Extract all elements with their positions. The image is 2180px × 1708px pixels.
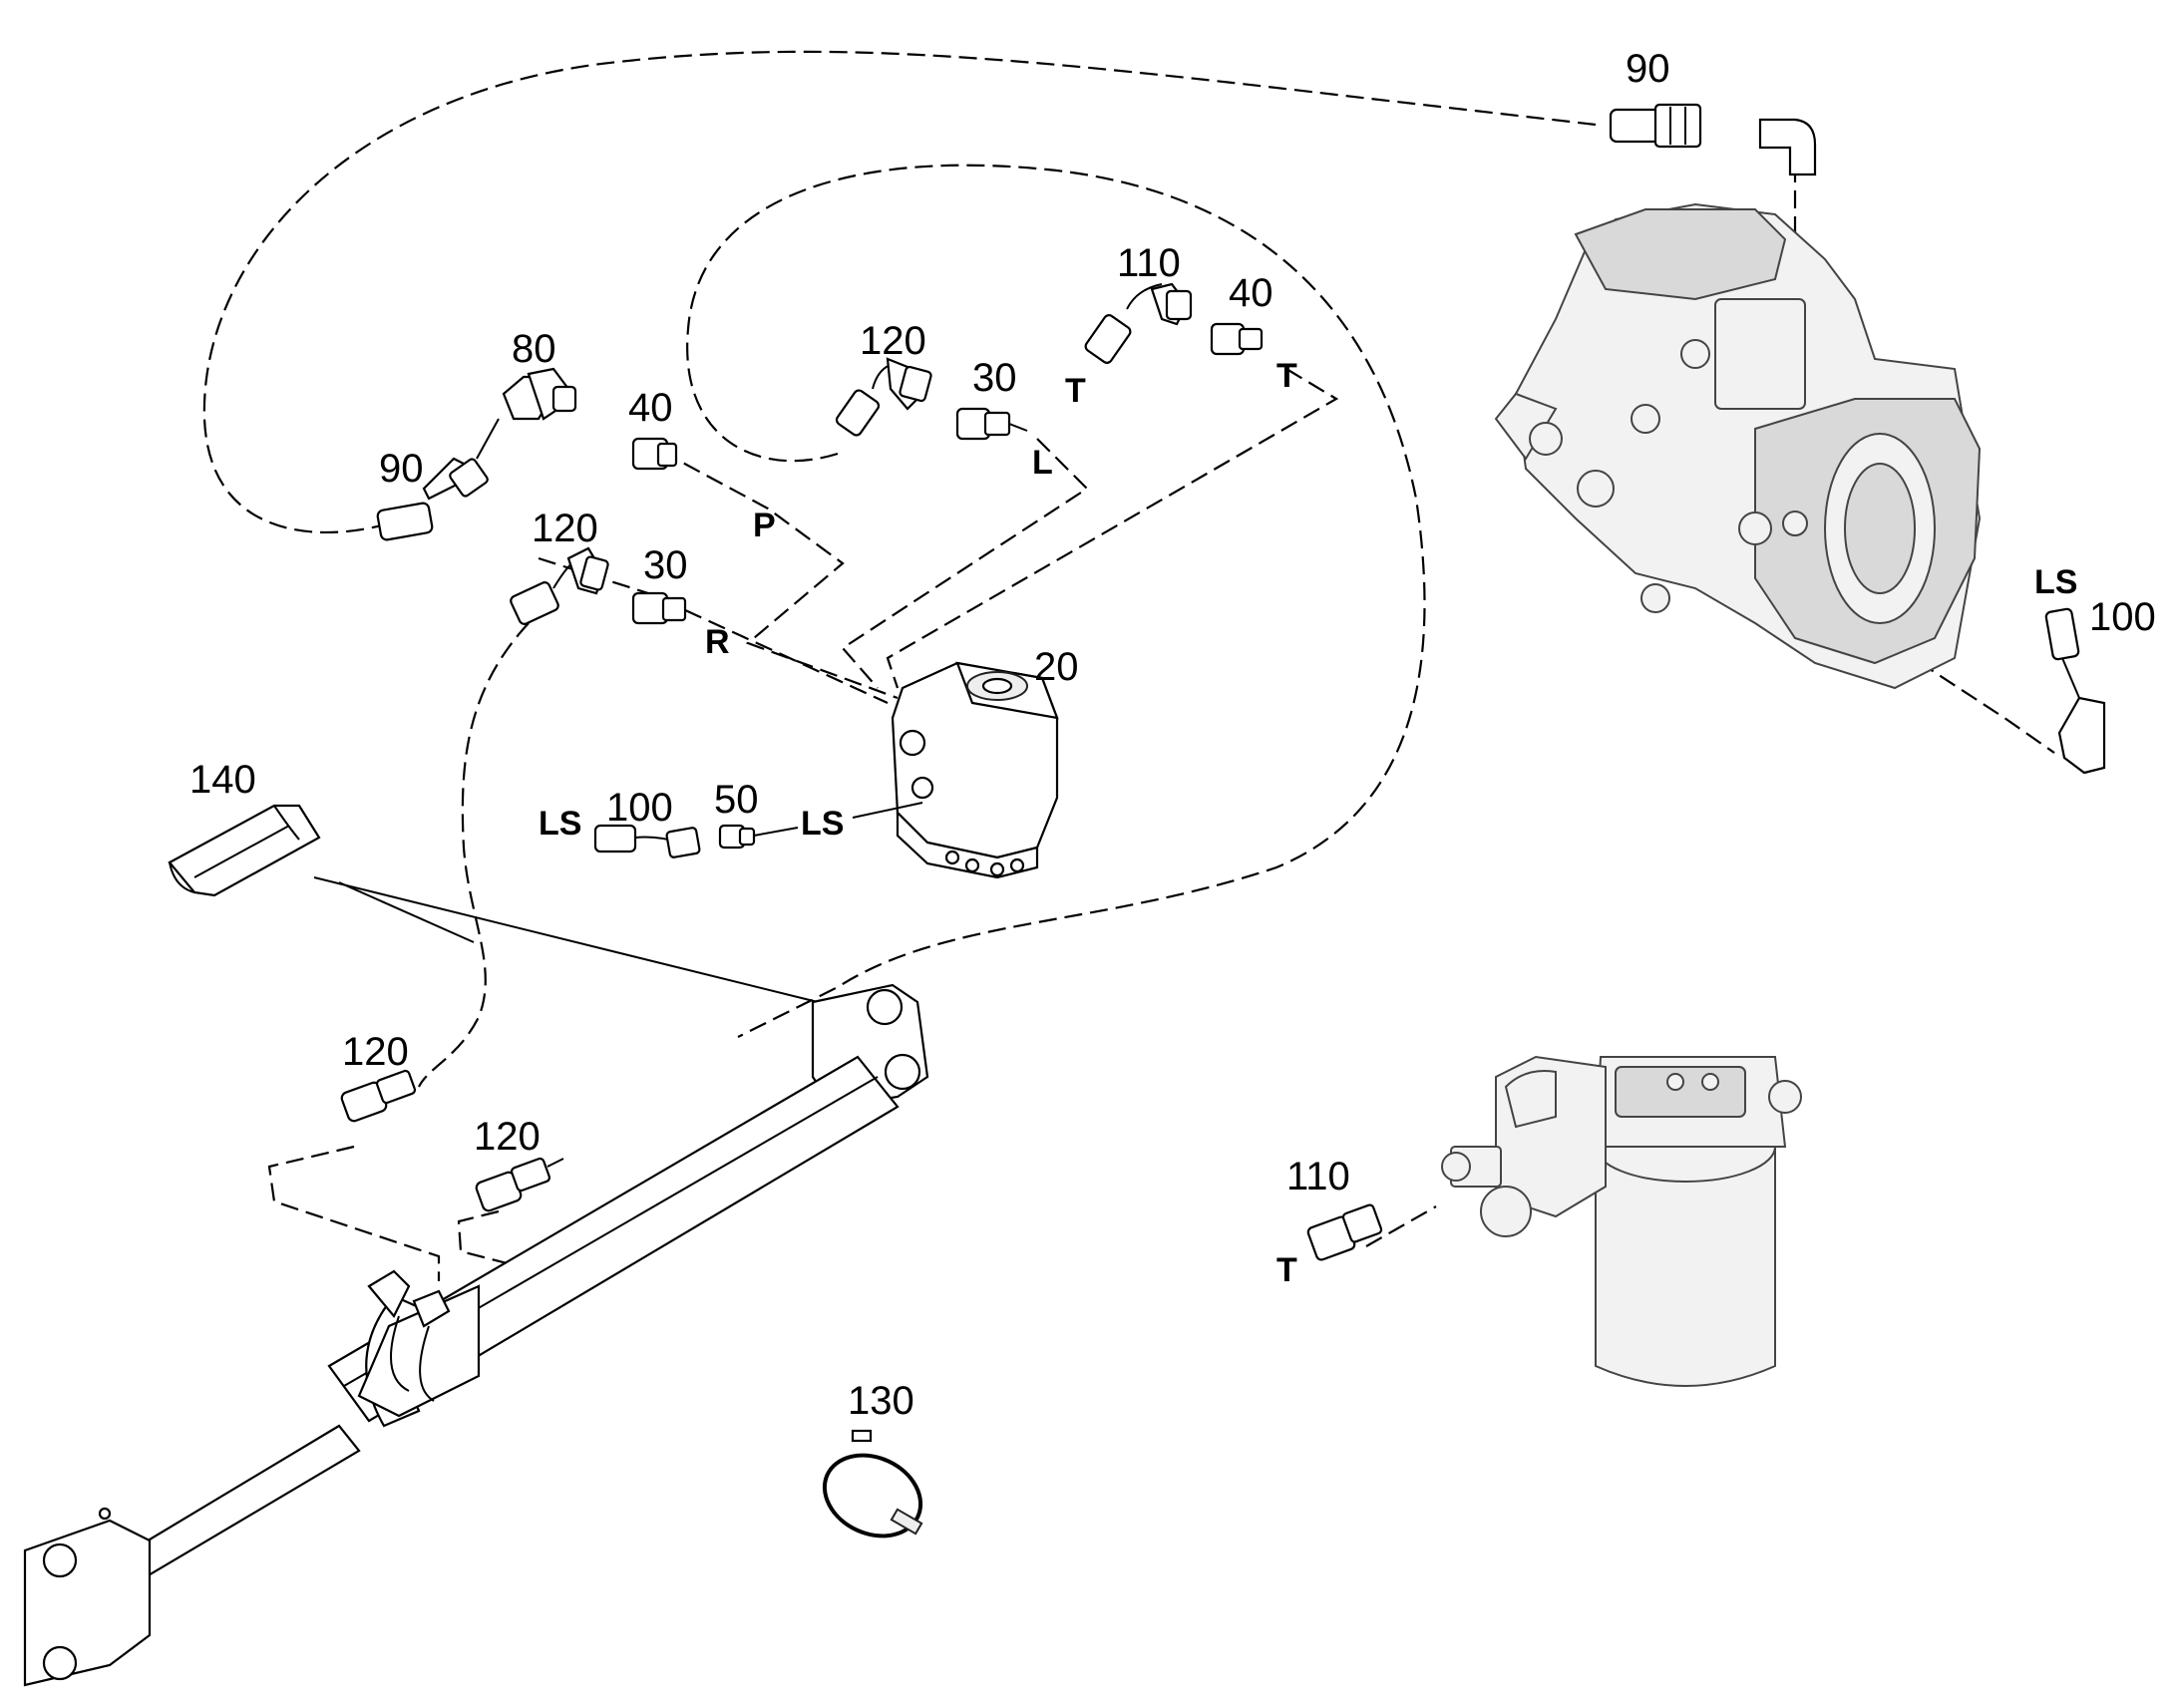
hose-fitting-80 xyxy=(502,367,577,421)
hose-fitting-110-top xyxy=(1084,282,1193,364)
elbow-fitting-top xyxy=(1758,118,1817,176)
label-80: 80 xyxy=(512,327,556,371)
port-l: L xyxy=(1032,444,1053,482)
fitting-120-lower-b xyxy=(475,1157,564,1212)
label-130: 130 xyxy=(848,1379,914,1423)
hose-routes xyxy=(202,50,2055,1296)
label-30-a: 30 xyxy=(972,356,1017,400)
label-110-top: 110 xyxy=(1117,241,1181,285)
label-50: 50 xyxy=(714,778,759,822)
adapter-40-left xyxy=(631,437,678,471)
label-120-b: 120 xyxy=(532,507,598,550)
label-120-d: 120 xyxy=(474,1115,541,1159)
filter-assembly xyxy=(1441,1055,1802,1387)
steering-cylinder xyxy=(23,983,929,1687)
port-ls-c: LS xyxy=(2034,563,2077,601)
label-110-right: 110 xyxy=(1286,1155,1350,1198)
adapter-30-mid xyxy=(631,591,687,625)
part-number-labels: 90 110 40 120 30 80 40 90 120 30 20 100 … xyxy=(189,47,2156,1423)
label-120-c: 120 xyxy=(342,1030,409,1074)
label-100-mid: 100 xyxy=(606,786,673,830)
fitting-100-mid xyxy=(593,824,701,858)
port-p: P xyxy=(753,507,776,544)
port-t-a: T xyxy=(1065,372,1086,410)
label-90-left: 90 xyxy=(379,447,424,491)
fitting-120-lower-a xyxy=(340,1069,417,1123)
port-t-b: T xyxy=(1276,357,1297,395)
adapter-50 xyxy=(718,802,923,850)
hose-fitting-90-left xyxy=(376,418,500,541)
port-r: R xyxy=(705,623,730,661)
protective-sleeve-140 xyxy=(168,804,321,897)
label-20: 20 xyxy=(1034,645,1079,689)
hose-fitting-120-top xyxy=(835,357,932,437)
port-ls-a: LS xyxy=(539,805,581,843)
adapter-40-top xyxy=(1210,322,1264,356)
label-100-right: 100 xyxy=(2089,595,2156,639)
hydraulic-pump-assembly xyxy=(1494,202,1982,690)
label-120-a: 120 xyxy=(860,319,926,363)
label-40-top: 40 xyxy=(1229,271,1273,315)
port-t-c: T xyxy=(1276,1251,1297,1289)
leader-lines-140 xyxy=(313,876,819,1003)
port-ls-b: LS xyxy=(801,805,844,843)
fitting-100-right xyxy=(2044,607,2106,775)
hose-fitting-120-mid xyxy=(510,546,609,625)
hose-clamp-130 xyxy=(822,1429,923,1538)
label-30-b: 30 xyxy=(643,543,688,587)
label-140: 140 xyxy=(189,758,256,802)
fitting-90-top xyxy=(1609,103,1702,149)
adapter-30-top xyxy=(955,407,1028,441)
label-40-b: 40 xyxy=(628,386,673,430)
steering-unit-20 xyxy=(891,661,1059,879)
fitting-110-right xyxy=(1306,1203,1383,1261)
port-labels: T T L P R LS LS LS T xyxy=(539,357,2077,1289)
label-90-top: 90 xyxy=(1626,47,1670,91)
